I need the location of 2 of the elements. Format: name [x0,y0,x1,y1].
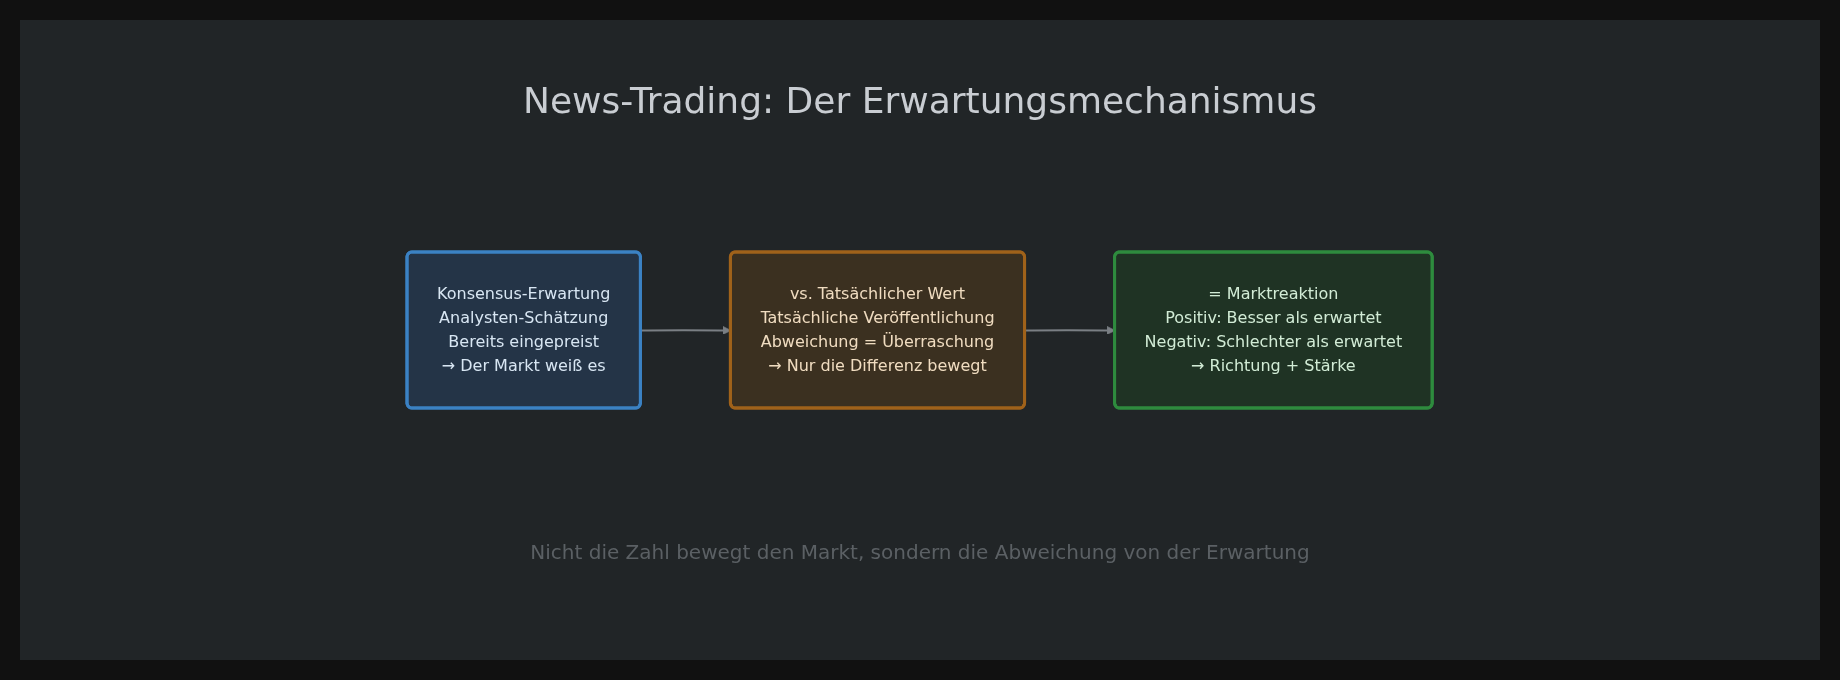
diagram-title: News-Trading: Der Erwartungsmechanismus [521,80,1318,121]
caption: Nicht die Zahl bewegt den Markt, sondern die Abweichung von der Erwartung [529,540,1311,564]
